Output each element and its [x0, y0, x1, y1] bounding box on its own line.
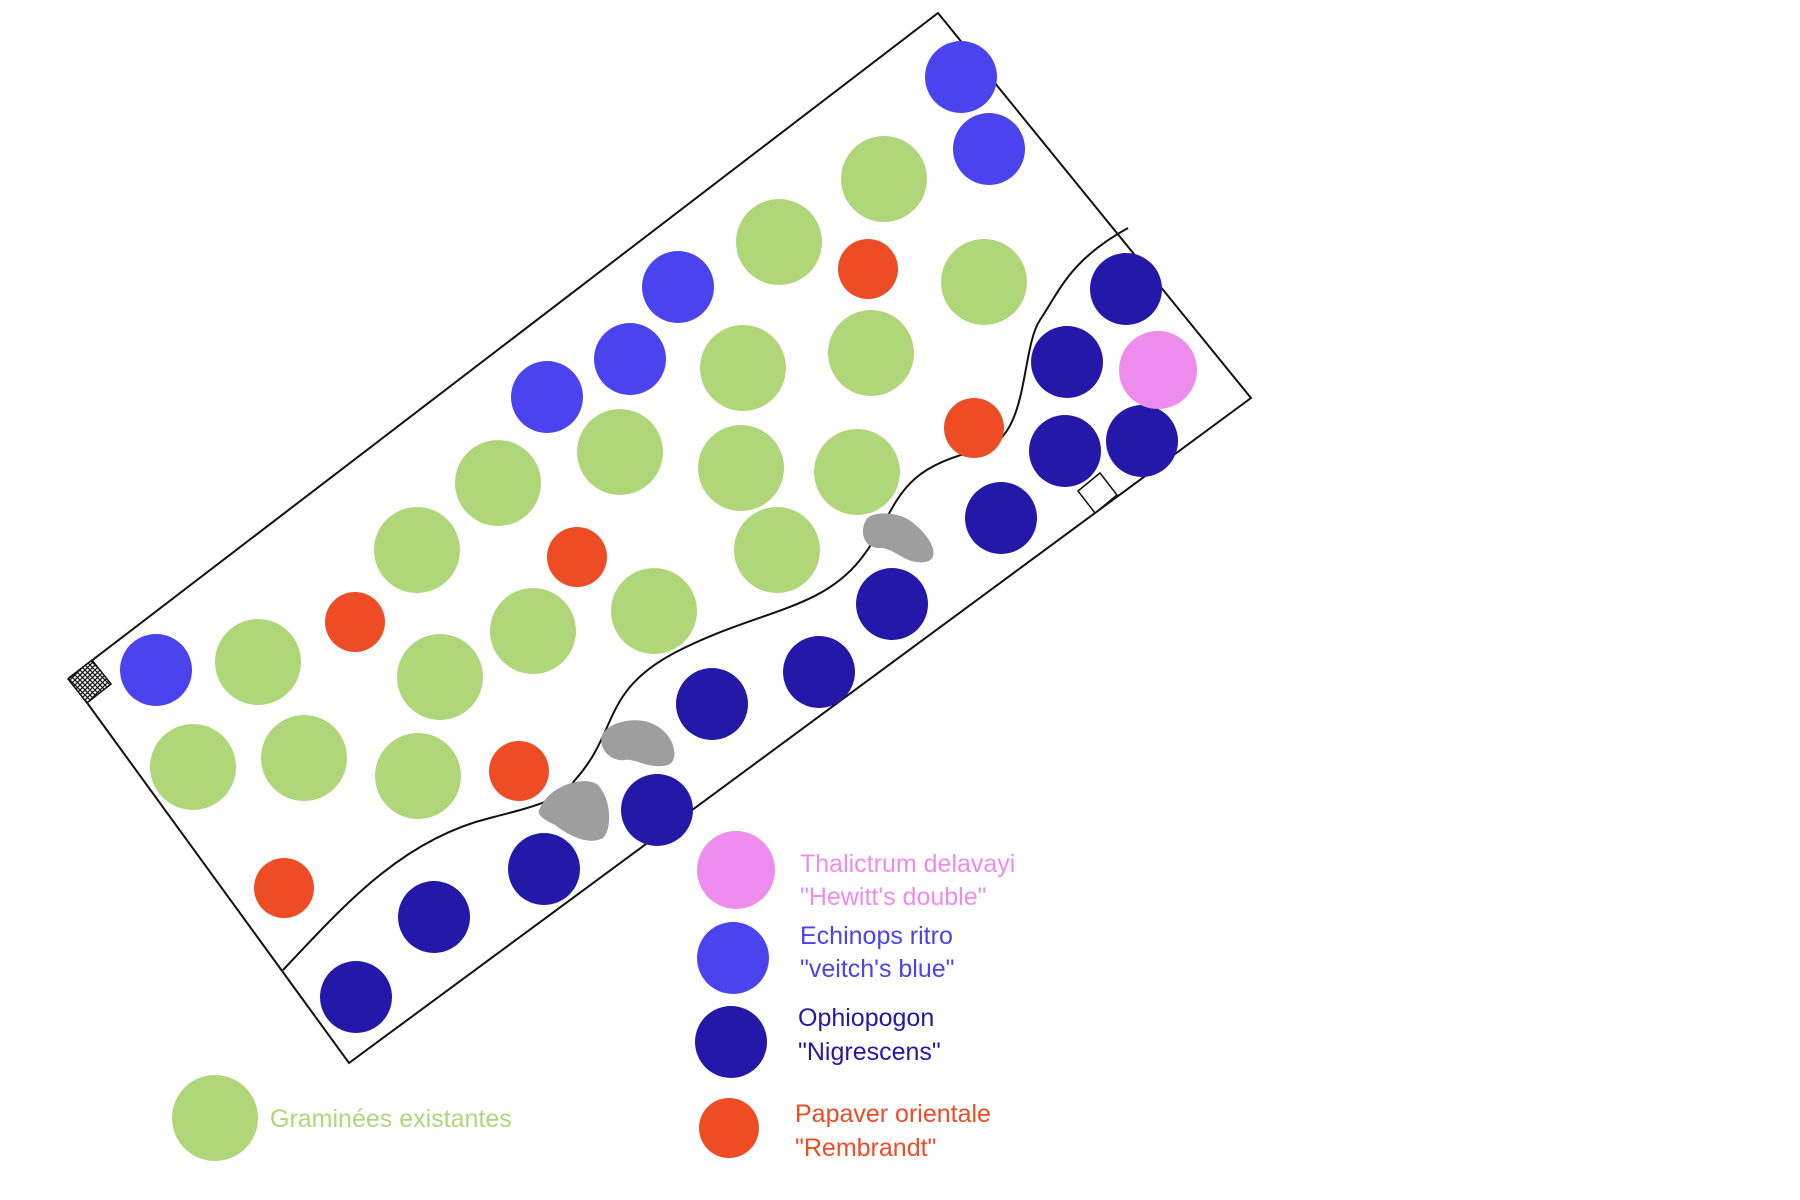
legend-label-ophiopogon-line1: Ophiopogon: [798, 1004, 934, 1032]
plant-gramineae: [736, 199, 822, 285]
plant-gramineae: [490, 588, 576, 674]
legend-swatch-echinops: [697, 922, 769, 994]
plant-echinops: [953, 113, 1025, 185]
plant-gramineae: [828, 310, 914, 396]
plant-ophiopogon: [965, 482, 1037, 554]
plant-ophiopogon: [1106, 405, 1178, 477]
garden-bed-outline: [67, 11, 1253, 1065]
drain-grate: [66, 658, 113, 705]
stepping-stone: [601, 720, 675, 767]
legend: Thalictrum delavayi "Hewitt's double" Ec…: [172, 831, 1015, 1162]
legend-label-papaver-line2: "Rembrandt": [795, 1134, 936, 1162]
plant-ophiopogon: [320, 961, 392, 1033]
legend-label-papaver-line1: Papaver orientale: [795, 1100, 991, 1128]
legend-label-echinops-line1: Echinops ritro: [800, 922, 953, 950]
plant-gramineae: [814, 429, 900, 515]
plant-gramineae: [577, 409, 663, 495]
plant-gramineae: [375, 733, 461, 819]
plant-echinops: [642, 251, 714, 323]
legend-label-ophiopogon-line2: "Nigrescens": [798, 1038, 941, 1066]
plant-gramineae: [841, 136, 927, 222]
plant-papaver: [547, 527, 607, 587]
plant-gramineae: [261, 715, 347, 801]
plant-echinops: [120, 634, 192, 706]
echinops-plants: [120, 41, 1025, 706]
plant-ophiopogon: [856, 568, 928, 640]
plant-echinops: [925, 41, 997, 113]
plant-gramineae: [734, 507, 820, 593]
plant-ophiopogon: [676, 668, 748, 740]
plant-ophiopogon: [1031, 326, 1103, 398]
plant-ophiopogon: [508, 833, 580, 905]
legend-label-echinops-line2: "veitch's blue": [800, 955, 955, 983]
legend-label-gramineae: Graminées existantes: [270, 1105, 512, 1133]
plant-gramineae: [700, 325, 786, 411]
plant-gramineae: [455, 440, 541, 526]
plant-gramineae: [611, 568, 697, 654]
plant-gramineae: [374, 507, 460, 593]
legend-swatch-gramineae: [172, 1075, 258, 1161]
plant-ophiopogon: [1090, 253, 1162, 325]
plant-papaver: [325, 592, 385, 652]
gramineae-plants: [150, 136, 1027, 819]
legend-swatch-thalictrum: [697, 831, 775, 909]
plant-echinops: [594, 323, 666, 395]
plant-ophiopogon: [783, 636, 855, 708]
ophiopogon-plants: [320, 253, 1178, 1033]
stepping-stone: [538, 781, 610, 841]
legend-swatch-ophiopogon: [695, 1006, 767, 1078]
plant-ophiopogon: [398, 881, 470, 953]
plant-papaver: [944, 398, 1004, 458]
plant-gramineae: [150, 724, 236, 810]
plant-thalictrum: [1119, 331, 1197, 409]
plant-papaver: [838, 239, 898, 299]
legend-label-thalictrum-line1: Thalictrum delavayi: [800, 850, 1015, 878]
plant-gramineae: [698, 425, 784, 511]
path-edge-curve: [282, 227, 1129, 971]
plant-echinops: [511, 361, 583, 433]
plant-ophiopogon: [1029, 415, 1101, 487]
plant-papaver: [254, 858, 314, 918]
papaver-plants: [254, 239, 1004, 918]
plant-gramineae: [215, 619, 301, 705]
plant-gramineae: [397, 634, 483, 720]
marker-square: [1076, 471, 1119, 515]
plant-gramineae: [941, 239, 1027, 325]
legend-swatch-papaver: [699, 1098, 759, 1158]
legend-label-thalictrum-line2: "Hewitt's double": [800, 883, 987, 911]
plant-ophiopogon: [621, 774, 693, 846]
plant-papaver: [489, 741, 549, 801]
stepping-stone: [862, 513, 934, 563]
